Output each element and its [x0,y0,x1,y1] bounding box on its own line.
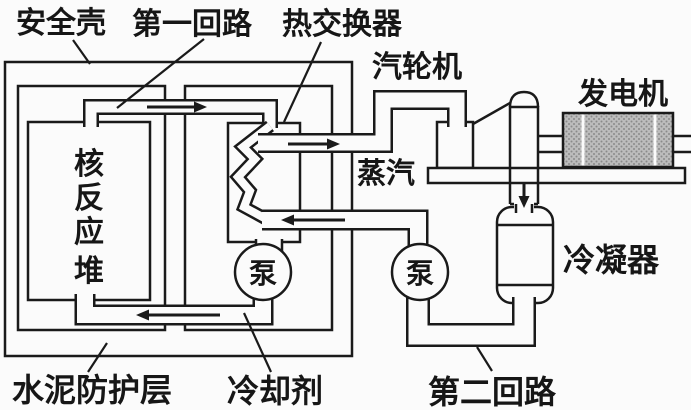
shield-inner-box-left [16,84,167,332]
label-primary-loop: 第一回路 [132,7,253,41]
label-reactor-char: 堆 [74,255,104,288]
leader-heat-exchanger [283,41,322,123]
leader-lines [72,38,493,373]
shield-inner-box-right [183,84,334,332]
flow-arrowhead-right-icon [194,101,207,113]
flow-arrows [136,101,530,321]
flow-arrowhead-left-icon [281,214,294,226]
label-reactor: 核 反 应 堆 [74,148,104,288]
pump-secondary [390,242,450,302]
leader-containment [72,39,91,65]
label-shield-layer: 水泥防护层 [12,372,172,408]
shaft-lines [538,134,691,154]
turbine-cone-line [472,101,511,126]
leader-coolant [242,312,273,373]
base-platform [426,166,687,185]
label-generator: 发电机 [577,78,668,111]
label-secondary-loop: 第二回路 [428,374,557,410]
labels: 安全壳 第一回路 热交换器 汽轮机 发电机 蒸汽 冷凝器 水泥防护层 冷却剂 第… [12,6,668,410]
reactor-vessel [26,120,152,302]
flow-arrowhead-down-icon [518,196,530,208]
steam-chest [435,120,475,170]
pump-primary [233,242,293,302]
leader-shield-layer [87,342,108,373]
containment-structure [3,60,354,358]
condenser-shell [495,205,555,305]
label-reactor-char: 核 [74,148,104,181]
label-condenser: 冷凝器 [563,242,660,278]
label-containment: 安全壳 [16,6,106,40]
label-turbine: 汽轮机 [372,51,462,84]
label-heat-exchanger: 热交换器 [282,7,403,41]
turbine-cylinder-dome [508,90,540,108]
leader-primary-loop [116,38,205,109]
label-pump-primary: 泵 [249,259,277,290]
leader-secondary-loop [476,346,493,372]
label-reactor-char: 反 [74,182,104,215]
condenser-vessel [495,205,555,305]
label-steam: 蒸汽 [357,157,415,190]
label-reactor-char: 应 [74,215,104,249]
label-pump-secondary: 泵 [406,259,434,290]
flow-arrowhead-right-icon [327,138,340,150]
containment-outer-box [3,60,354,358]
generator-body [561,111,675,169]
label-coolant: 冷却剂 [227,373,323,409]
flow-arrowhead-left-icon [136,309,149,321]
